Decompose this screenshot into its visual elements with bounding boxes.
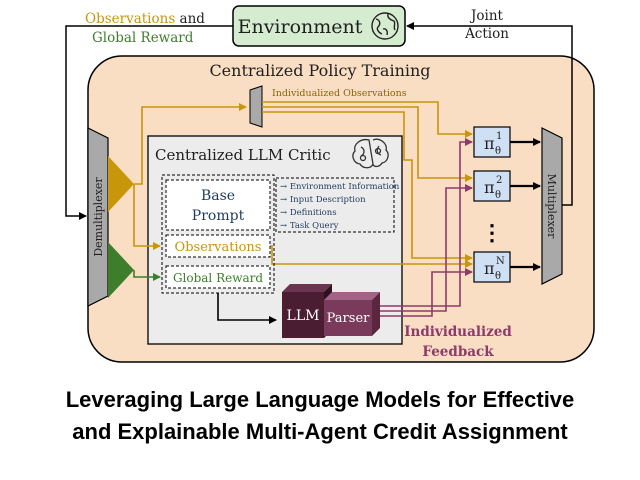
obs-to-splitter-path <box>134 103 247 185</box>
multiplexer <box>541 127 563 285</box>
global-reward-top-label: Global Reward <box>92 30 194 46</box>
observation-output-triangle <box>108 156 134 212</box>
policy-box-1: π 1 θ <box>473 126 511 158</box>
policy-n-pi: π <box>484 259 495 278</box>
policy-1-pi: π <box>484 134 495 153</box>
individualized-feedback-line2: Feedback <box>422 344 494 360</box>
feedback-path-n <box>380 268 473 317</box>
prompt-item-environment-information: → Environment Information <box>280 182 400 192</box>
brain-icon <box>352 138 389 169</box>
policy-2-subscript: θ <box>495 190 501 201</box>
svg-text:π: π <box>484 134 495 153</box>
observations-box-label: Observations <box>175 240 262 255</box>
individual-obs-path-1 <box>262 101 473 138</box>
global-reward-box-label: Global Reward <box>173 271 263 285</box>
svg-text:π: π <box>484 259 495 278</box>
observation-splitter <box>249 85 263 128</box>
obs-to-critic-path <box>133 184 161 250</box>
prompt-item-input-description: → Input Description <box>280 195 366 205</box>
reward-output-triangle <box>108 242 134 298</box>
individualized-feedback-line1: Individualized <box>404 324 512 340</box>
policy-n-superscript: N <box>496 256 505 267</box>
parser-label: Parser <box>327 311 370 326</box>
policy-ellipsis: ⋮ <box>481 220 503 246</box>
individual-obs-path-2 <box>262 106 473 182</box>
observations-top-label: Observations <box>85 11 175 27</box>
policy-2-pi: π <box>484 178 495 197</box>
environment-label: Environment <box>238 16 363 38</box>
prompt-to-llm-arrow <box>217 293 277 324</box>
feedback-path-1 <box>380 138 473 307</box>
policy-n-subscript: θ <box>495 271 501 282</box>
observations-box <box>165 234 271 258</box>
globe-icon <box>371 12 399 40</box>
prompt-item-definitions: → Definitions <box>280 208 337 218</box>
global-reward-box <box>165 265 271 289</box>
env-to-demux-arrow <box>65 25 233 220</box>
multiplexer-label: Multiplexer <box>545 174 558 240</box>
base-prompt-line1: Base <box>201 188 235 204</box>
prompt-items-box <box>275 177 395 233</box>
feedback-path-2 <box>380 184 473 312</box>
joint-action-label-line1: Joint <box>469 8 504 24</box>
caption-line-1: Leveraging Large Language Models for Eff… <box>65 387 575 412</box>
llm-block: LLM <box>282 284 332 338</box>
policy-box-n: π N θ <box>473 251 511 283</box>
policy-1-subscript: θ <box>495 146 501 157</box>
caption-line-2: and Explainable Multi-Agent Credit Assig… <box>72 419 568 444</box>
llm-label: LLM <box>287 308 320 324</box>
observations-and-label: Observations and <box>85 11 205 27</box>
svg-text:π: π <box>484 178 495 197</box>
individual-obs-path-n <box>262 111 473 262</box>
demultiplexer-label: Demultiplexer <box>92 177 105 257</box>
mux-to-env-arrow <box>406 22 573 206</box>
centralized-llm-critic-label: Centralized LLM Critic <box>155 146 331 164</box>
centralized-policy-training-label: Centralized Policy Training <box>209 61 430 80</box>
prompt-item-task-query: → Task Query <box>280 221 339 231</box>
joint-action-label-line2: Action <box>464 26 509 42</box>
base-prompt-line2: Prompt <box>192 208 245 224</box>
credit-assignment-diagram: Centralized Policy Training Centralized … <box>65 5 595 363</box>
parser-block: Parser <box>324 292 380 336</box>
policy-1-superscript: 1 <box>496 131 502 142</box>
policy-box-2: π 2 θ <box>473 170 511 202</box>
policy-2-superscript: 2 <box>496 175 502 186</box>
and-label: and <box>180 11 206 27</box>
figure-caption: Leveraging Large Language Models for Eff… <box>0 384 640 448</box>
base-prompt-box <box>165 179 271 231</box>
individualized-observations-label: Individualized Observations <box>272 88 407 99</box>
reward-to-critic-path <box>133 270 161 281</box>
